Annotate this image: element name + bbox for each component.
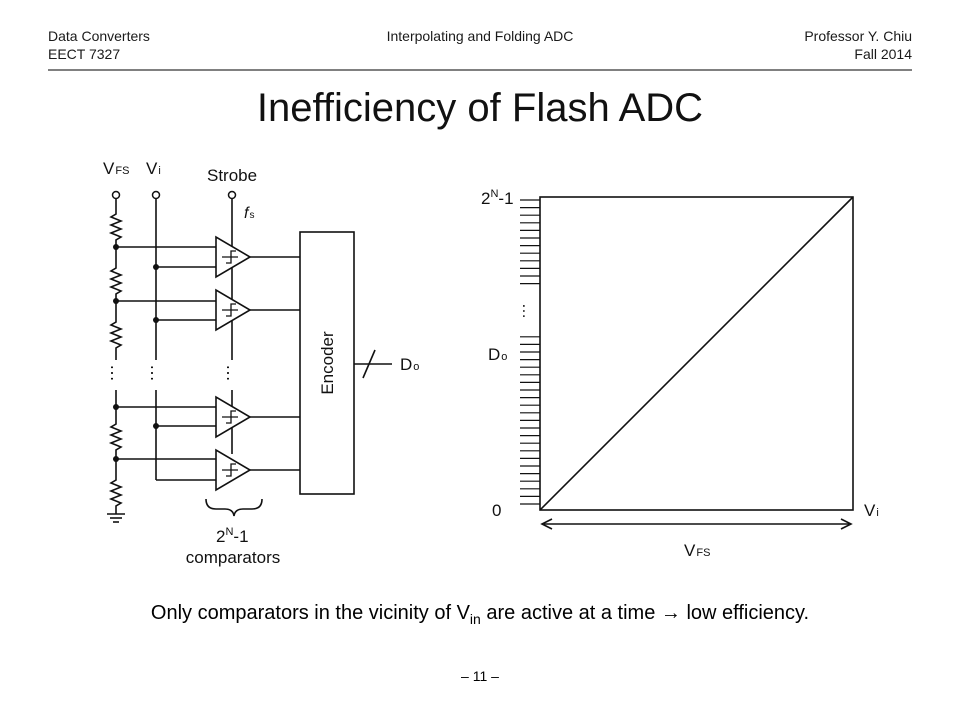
comparators-count: 2N-1 (216, 526, 249, 546)
code-ellipsis: … (519, 303, 536, 319)
vfs-span-label: VFS (684, 541, 710, 560)
caption-subscript: in (469, 611, 481, 627)
transfer-line (539, 196, 854, 511)
vin-ellipsis: … (147, 364, 167, 382)
strobe-ellipsis: … (223, 364, 243, 382)
comparators-label: comparators (186, 548, 280, 567)
strobe-label: Strobe (207, 166, 257, 185)
vi-axis-label: Vi (864, 501, 879, 520)
slide-caption: Only comparators in the vicinity of Vin … (0, 600, 960, 632)
encoder-block (299, 231, 355, 495)
comparator-2 (113, 289, 300, 331)
max-code-label: 2N-1 (481, 188, 514, 208)
page-number: – 11 – (461, 668, 499, 684)
strobe-terminal (227, 190, 237, 200)
semester: Fall 2014 (854, 46, 912, 62)
encoder-label: Encoder (318, 331, 337, 395)
slide-title: Inefficiency of Flash ADC (256, 86, 704, 130)
caption-text-before: Only comparators in the vicinity of V (150, 602, 470, 624)
comparators-brace (205, 498, 263, 517)
ladder-ellipsis: … (107, 364, 127, 382)
fs-label: fs (244, 205, 254, 222)
flash-adc-circuit: VFS Vi Strobe fs … (103, 159, 419, 567)
lecture-topic: Interpolating and Folding ADC (386, 28, 574, 44)
instructor-name: Professor Y. Chiu (804, 28, 912, 44)
vfs-terminal (111, 190, 121, 200)
vfs-span-arrow (540, 518, 853, 530)
vi-label: Vi (146, 159, 161, 178)
code-ticks (520, 199, 540, 505)
transfer-characteristic-plot: … 2N-1 Do 0 Vi VFS (481, 188, 879, 560)
caption-text-after: are active at a time → low efficiency. (480, 602, 810, 624)
vi-terminal (151, 190, 161, 200)
header-left: Data Converters EECT 7327 (48, 27, 150, 63)
do-axis-label: Do (488, 345, 507, 364)
vfs-label: VFS (103, 159, 129, 178)
comparator-4 (113, 449, 300, 491)
comparator-3 (113, 396, 300, 438)
course-code: EECT 7327 (48, 46, 121, 62)
origin-label: 0 (492, 501, 501, 520)
course-name: Data Converters (48, 28, 150, 44)
header-divider (48, 69, 912, 71)
output-bus (354, 349, 392, 379)
header-right: Professor Y. Chiu Fall 2014 (804, 27, 912, 63)
comparator-1 (113, 236, 300, 278)
do-label: Do (400, 355, 419, 374)
